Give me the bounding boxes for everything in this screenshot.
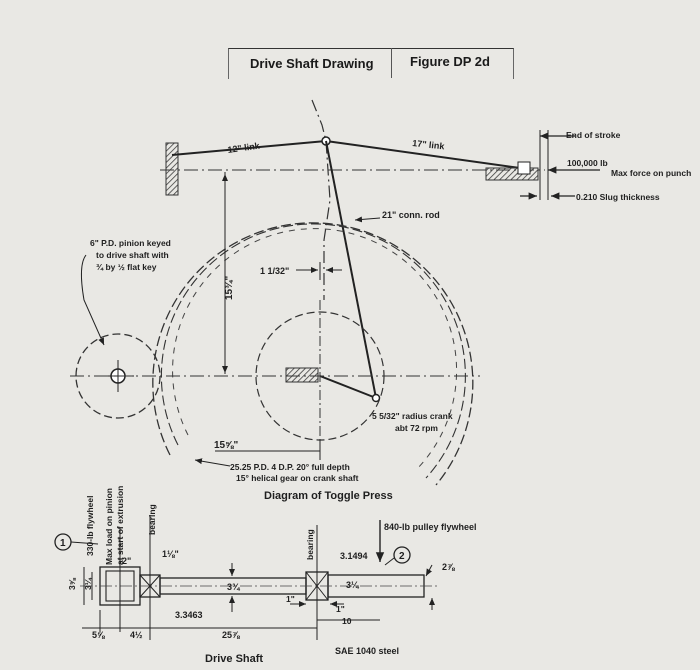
label-conn-rod: 21" conn. rod bbox=[382, 210, 440, 220]
figure-label: Figure DP 2d bbox=[410, 54, 490, 69]
dim-5-5-8: 5⅝ bbox=[92, 630, 105, 640]
pinion-note-2: to drive shaft with bbox=[96, 250, 169, 260]
callout-1-text: 1 bbox=[60, 538, 66, 549]
gear-arc-outer bbox=[152, 222, 474, 486]
gear-spec-1: 25.25 P.D. 4 D.P. 20° full depth bbox=[230, 462, 350, 472]
crank-hub bbox=[285, 367, 319, 383]
dim-3-3-4: 3¾ bbox=[227, 582, 241, 592]
dim-10: 10 bbox=[342, 616, 352, 626]
link-17 bbox=[325, 140, 521, 169]
crank-arm bbox=[319, 375, 377, 399]
pinion-note-3: ¾ by ½ flat key bbox=[96, 262, 157, 272]
crank-pin bbox=[371, 393, 381, 403]
diagram-title: Diagram of Toggle Press bbox=[264, 490, 393, 502]
gear-arc-pitch bbox=[172, 228, 458, 471]
title-block bbox=[228, 48, 514, 79]
label-slug: 0.210 Slug thickness bbox=[576, 192, 660, 202]
dim-3-1494: 3.1494 bbox=[340, 551, 368, 561]
label-330-flywheel: 330-lb flywheel bbox=[85, 496, 95, 556]
label-offset: 1 1/32" bbox=[260, 266, 289, 276]
shaft-material: SAE 1040 steel bbox=[335, 646, 399, 656]
joint-path bbox=[311, 99, 331, 300]
dim-1-a: 1" bbox=[286, 594, 295, 604]
punch bbox=[517, 161, 531, 175]
left-anchor bbox=[165, 142, 179, 196]
label-crank-radius: 5 5/32" radius crank bbox=[372, 411, 453, 421]
label-crank-speed: abt 72 rpm bbox=[395, 423, 438, 433]
dim-2-7-8: 2⅞ bbox=[442, 562, 455, 572]
label-dim-bottom: 15⅝" bbox=[214, 440, 238, 451]
callout-2-text: 2 bbox=[399, 551, 405, 562]
dim-25-7-8: 25⅞ bbox=[222, 630, 240, 640]
dim-3-1-4-b: 3¼ bbox=[346, 580, 360, 590]
dim-3-5-8: 3⅝ bbox=[67, 577, 77, 590]
title-block-divider bbox=[391, 48, 392, 78]
callout-2 bbox=[393, 546, 411, 564]
label-max-load: Max load on pinion bbox=[104, 488, 114, 565]
dim-1-1-8: 1⅛" bbox=[162, 549, 179, 559]
label-max-force: Max force on punch bbox=[611, 168, 691, 178]
label-bearing-right: bearing bbox=[305, 529, 315, 560]
label-bearing-left: bearing bbox=[147, 504, 157, 535]
label-end-of-stroke: End of stroke bbox=[566, 130, 621, 140]
label-start-extrusion: at start of extrusion bbox=[115, 486, 125, 565]
gear-arc-inner bbox=[160, 223, 466, 479]
pinion-note-1: 6" P.D. pinion keyed bbox=[90, 238, 171, 248]
dim-2: 2" bbox=[122, 556, 131, 566]
label-link-12: 12" link bbox=[227, 140, 261, 155]
label-dim-height: 15¾" bbox=[224, 276, 235, 300]
dim-1-b: 1" bbox=[336, 604, 345, 614]
dim-4-1-2: 4½ bbox=[130, 630, 143, 640]
connecting-rod bbox=[325, 140, 377, 399]
dim-3-3463: 3.3463 bbox=[175, 610, 203, 620]
label-link-17: 17" link bbox=[412, 138, 446, 151]
label-force-value: 100,000 lb bbox=[567, 158, 608, 168]
drawing-title: Drive Shaft Drawing bbox=[250, 56, 374, 71]
gear-spec-2: 15° helical gear on crank shaft bbox=[236, 473, 359, 483]
dim-3-1-4: 3¼ bbox=[83, 577, 93, 590]
link-12 bbox=[171, 140, 327, 156]
label-pulley-flywheel: 840-lb pulley flywheel bbox=[384, 522, 477, 532]
shaft-title: Drive Shaft bbox=[205, 653, 263, 665]
